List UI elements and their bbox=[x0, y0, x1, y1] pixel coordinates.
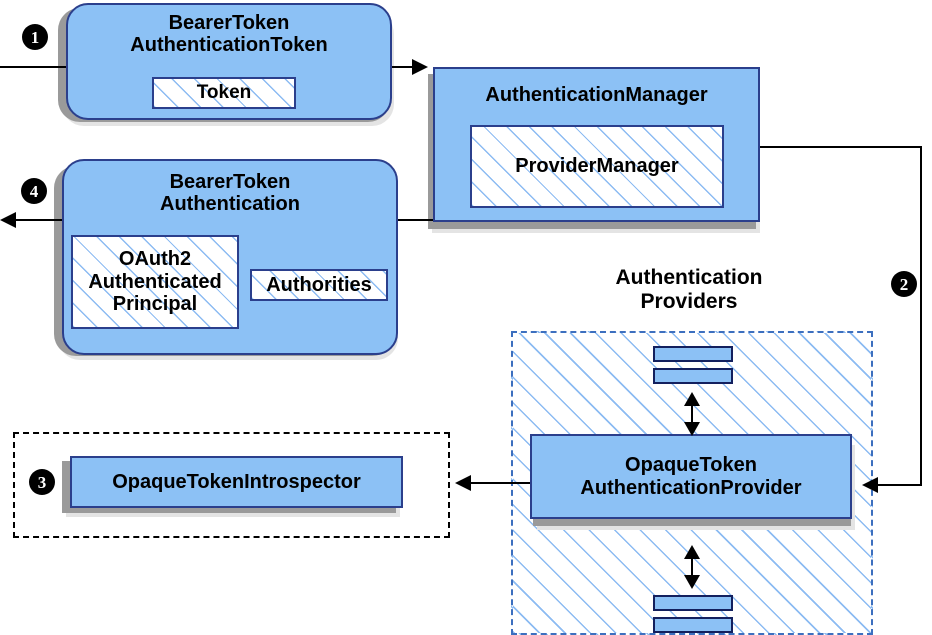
opaque-token-introspector-group bbox=[13, 432, 450, 538]
connector-top-bidirectional bbox=[691, 396, 693, 434]
connector-into-provider bbox=[872, 484, 922, 486]
bearer-token-authentication-token-title: BearerToken AuthenticationToken bbox=[130, 12, 328, 57]
authentication-manager-title: AuthenticationManager bbox=[485, 84, 708, 106]
arrowhead-bottom-up bbox=[684, 545, 700, 559]
arrowhead-bottom-down bbox=[684, 575, 700, 589]
provider-glyph-bottom-bar-2 bbox=[653, 617, 733, 633]
opaque-token-introspector-title: OpaqueTokenIntrospector bbox=[112, 470, 361, 493]
provider-glyph-top-bar-2 bbox=[653, 368, 733, 384]
connector-provider-to-introspector bbox=[470, 482, 532, 484]
connector-manager-right bbox=[760, 146, 922, 148]
authentication-providers-label: Authentication Providers bbox=[615, 266, 763, 313]
node-opaque-token-authentication-provider[interactable]: OpaqueToken AuthenticationProvider bbox=[530, 434, 852, 519]
provider-glyph-top-bar-1 bbox=[653, 346, 733, 362]
arrowhead-top-down bbox=[684, 422, 700, 436]
connector-bottom-bidirectional bbox=[691, 549, 693, 587]
node-opaque-token-introspector[interactable]: OpaqueTokenIntrospector bbox=[70, 456, 403, 508]
arrowhead-authentication-output bbox=[0, 212, 16, 228]
arrowhead-token-to-manager bbox=[412, 59, 428, 75]
opaque-token-authentication-provider-title: OpaqueToken AuthenticationProvider bbox=[580, 454, 802, 499]
connector-right-down bbox=[920, 146, 922, 485]
inner-authorities-box[interactable]: Authorities bbox=[250, 269, 388, 301]
step-marker-4: 4 bbox=[21, 178, 47, 204]
arrowhead-provider-to-introspector bbox=[455, 475, 471, 491]
provider-glyph-bottom-bar-1 bbox=[653, 595, 733, 611]
arrowhead-into-provider bbox=[862, 477, 878, 493]
connector-token-to-manager bbox=[392, 66, 422, 68]
arrowhead-top-up bbox=[684, 392, 700, 406]
inner-oauth2-authenticated-principal-box[interactable]: OAuth2 Authenticated Principal bbox=[71, 235, 239, 329]
step-marker-2: 2 bbox=[891, 271, 917, 297]
connector-authentication-output bbox=[14, 219, 64, 221]
connector-manager-to-authentication bbox=[398, 219, 434, 221]
step-marker-3: 3 bbox=[29, 469, 55, 495]
connector-input-to-token bbox=[0, 66, 68, 68]
inner-provider-manager-box[interactable]: ProviderManager bbox=[470, 125, 724, 208]
step-marker-1: 1 bbox=[22, 24, 48, 50]
bearer-token-authentication-title: BearerToken Authentication bbox=[160, 171, 300, 216]
inner-token-box[interactable]: Token bbox=[152, 77, 296, 109]
